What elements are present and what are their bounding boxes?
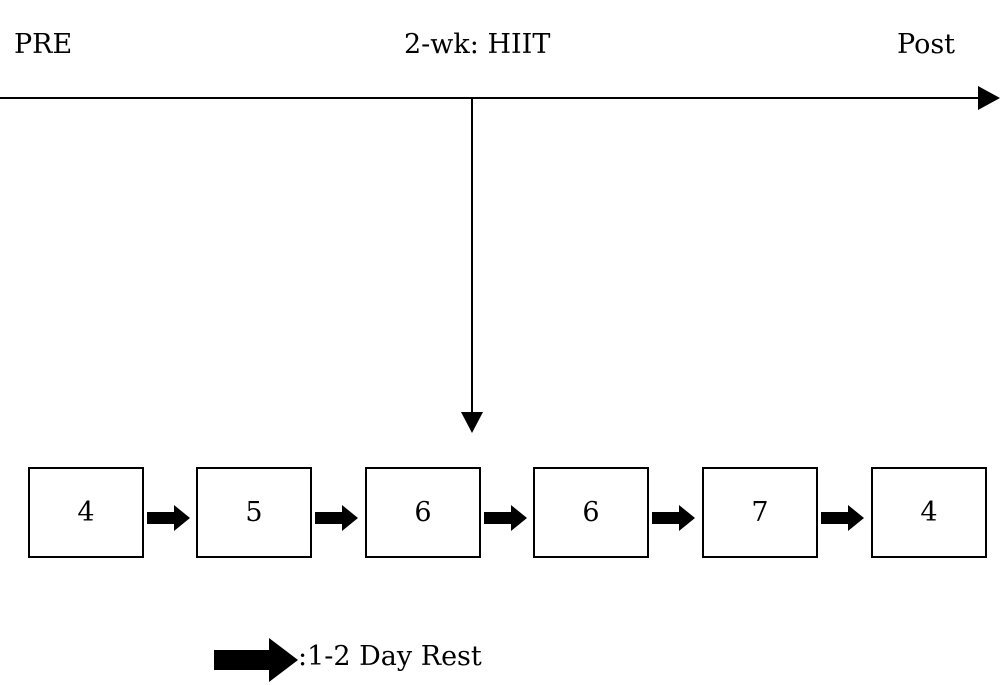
rest-arrow-icon xyxy=(484,505,528,531)
session-box-3: 6 xyxy=(365,467,481,558)
timeline-middle-label: 2-wk: HIIT xyxy=(404,29,551,60)
timeline-end-label: Post xyxy=(897,29,956,60)
session-box-6: 4 xyxy=(871,467,987,558)
session-box-5: 7 xyxy=(702,467,818,558)
legend-arrow-icon xyxy=(214,638,298,682)
rest-arrow-icon xyxy=(147,505,191,531)
timeline-start-label: PRE xyxy=(14,29,73,60)
timeline-line xyxy=(0,97,980,99)
session-box-4: 6 xyxy=(533,467,649,558)
rest-arrow-icon xyxy=(821,505,865,531)
training-connector-line xyxy=(471,98,473,414)
down-arrow-icon xyxy=(461,412,483,433)
timeline-arrowhead-icon xyxy=(978,86,1000,110)
session-box-1: 4 xyxy=(28,467,144,558)
session-box-2: 5 xyxy=(196,467,312,558)
rest-arrow-icon xyxy=(315,505,359,531)
rest-arrow-icon xyxy=(652,505,696,531)
legend-label: :1-2 Day Rest xyxy=(298,641,482,672)
